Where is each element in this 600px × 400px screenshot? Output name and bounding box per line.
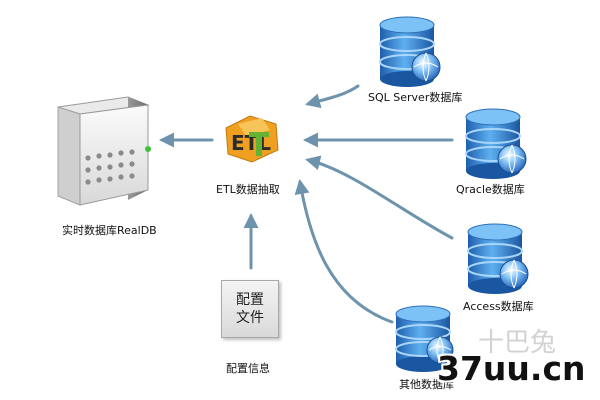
config-file-line1: 配置 [236,292,264,308]
database-icon-other [395,305,454,372]
label-access: Access数据库 [463,300,534,313]
arrow-other-to-etl [294,179,394,324]
label-sqlserver: SQL Server数据库 [368,91,463,104]
database-icon-access [467,223,529,294]
arrow-access-to-etl [305,155,454,240]
watermark: 37uu.cn [437,349,586,388]
config-file-line2: 文件 [236,310,264,326]
label-oracle: Qracle数据库 [456,183,525,196]
label-other: 其他数据库 [399,378,454,391]
connector-arrows [159,84,454,324]
etl-logo-icon: ETL [225,115,279,163]
database-icon-sqlserver [379,16,441,87]
config-file-icon: 配置 文件 [221,280,279,338]
label-realdb: 实时数据库RealDB [62,224,157,237]
database-icon-oracle [465,108,527,179]
label-etl: ETL数据抽取 [216,183,280,196]
server-icon [57,96,151,206]
arrow-sqlserver-to-etl [305,84,360,109]
label-config-info: 配置信息 [226,362,270,375]
watermark-faint: 十巴兔 [478,328,557,358]
